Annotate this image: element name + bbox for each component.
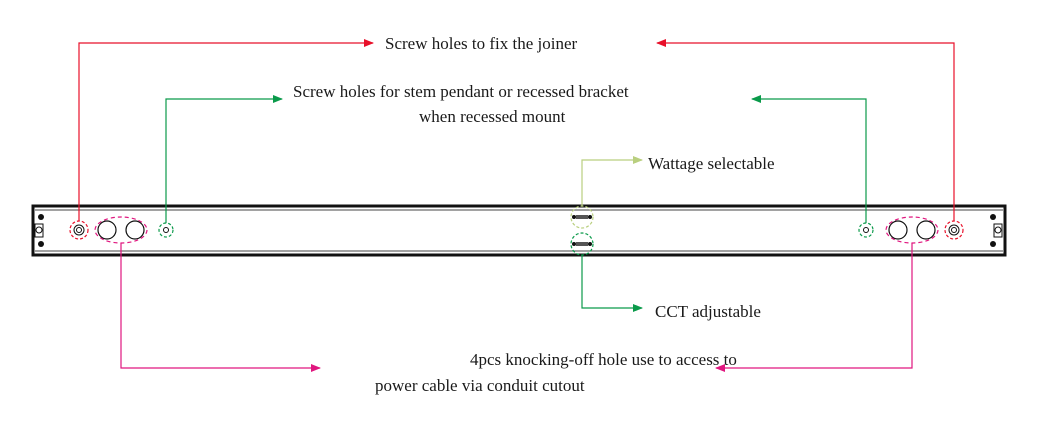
joiner-label: Screw holes to fix the joiner xyxy=(385,34,577,53)
knockout-leader-right xyxy=(715,243,913,372)
joiner-leader-left xyxy=(78,39,374,221)
knockout-leader-left xyxy=(120,243,321,372)
wattage-label: Wattage selectable xyxy=(648,154,775,173)
knockout-label-line2: power cable via conduit cutout xyxy=(375,376,585,395)
fixture-body xyxy=(31,204,1007,257)
left-end-cap xyxy=(34,214,44,247)
knockout-label-line1: 4pcs knocking-off hole use to access to xyxy=(470,350,737,369)
wattage-leader xyxy=(581,156,643,206)
bracket-leader-right xyxy=(751,95,867,223)
bracket-label-line2: when recessed mount xyxy=(419,107,566,126)
cct-label: CCT adjustable xyxy=(655,302,761,321)
bracket-label-line1: Screw holes for stem pendant or recessed… xyxy=(293,82,629,101)
joiner-leader-right xyxy=(656,39,955,221)
right-end-cap xyxy=(990,214,1003,247)
cct-leader xyxy=(581,255,643,312)
bracket-leader-left xyxy=(165,95,283,223)
